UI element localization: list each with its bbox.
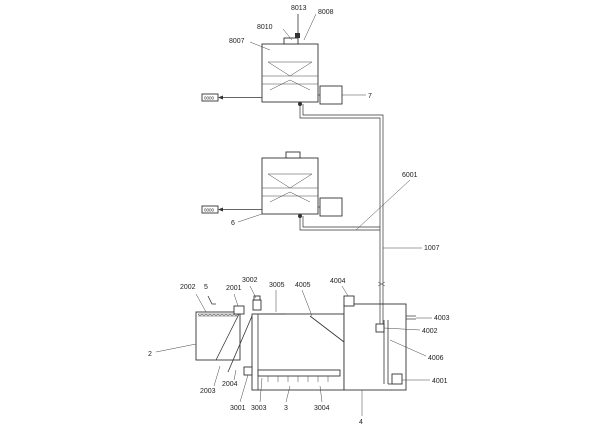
- upper-tank-funnel-lower: [269, 79, 311, 91]
- label-6: 6: [231, 220, 235, 227]
- label-4004: 4004: [330, 278, 346, 285]
- part-labels: 8013 8008 8010 8007 7 6001 6 1007 2002 5…: [148, 5, 450, 426]
- middle-tank-body: [261, 157, 319, 215]
- component-4002: [375, 323, 385, 333]
- middle-pipe-to-riser: [299, 216, 380, 231]
- label-8010: 8010: [257, 24, 273, 31]
- label-4005: 4005: [295, 282, 311, 289]
- middle-tank-lid: [285, 151, 301, 159]
- label-4006: 4006: [428, 355, 444, 362]
- baffle-4005: [309, 315, 345, 343]
- label-6001: 6001: [402, 172, 418, 179]
- aerator-bar-3004: [257, 369, 341, 377]
- hook-5: [207, 295, 216, 305]
- pump-4001: [391, 373, 403, 385]
- middle-tank-unit: 0000: [201, 151, 343, 223]
- label-2004: 2004: [222, 381, 238, 388]
- component-4004: [343, 295, 355, 307]
- label-3003: 3003: [251, 405, 267, 412]
- upper-pipe-to-riser: [299, 104, 381, 240]
- upper-control-box-text: 0000: [204, 96, 215, 101]
- ramp-2003: [215, 311, 241, 361]
- label-8007: 8007: [229, 38, 245, 45]
- label-2003: 2003: [200, 388, 216, 395]
- label-4: 4: [359, 419, 363, 426]
- label-7: 7: [368, 93, 372, 100]
- bottom-leaders: [155, 285, 432, 416]
- pump-3001: [243, 366, 253, 376]
- component-2001: [233, 305, 245, 315]
- leader-6001: [355, 179, 411, 231]
- bottom-left-tank-2: [195, 311, 241, 361]
- upper-tank-body: [261, 43, 319, 103]
- label-3004: 3004: [314, 405, 330, 412]
- label-3002: 3002: [242, 277, 258, 284]
- upper-control-arrow: [218, 95, 223, 100]
- label-5: 5: [204, 284, 208, 291]
- label-3005: 3005: [269, 282, 285, 289]
- riser-valve: [377, 281, 386, 287]
- label-4002: 4002: [422, 328, 438, 335]
- ramp-2004: [227, 315, 253, 373]
- aerator-nozzles: [267, 376, 329, 382]
- upper-tank-valve-8013: [295, 33, 300, 38]
- upper-tank-unit: 0000: [201, 13, 366, 106]
- upper-tank-lid: [283, 37, 299, 45]
- label-4003: 4003: [434, 315, 450, 322]
- label-2001: 2001: [226, 285, 242, 292]
- label-8013: 8013: [291, 5, 307, 12]
- label-1007: 1007: [424, 245, 440, 252]
- upper-tank-funnel: [267, 61, 313, 77]
- upper-side-box-7: [319, 85, 343, 105]
- label-3001: 3001: [230, 405, 246, 412]
- component-3002: [252, 299, 262, 311]
- middle-control-box-text: 0000: [204, 208, 215, 213]
- label-2002: 2002: [180, 284, 196, 291]
- label-8008: 8008: [318, 9, 334, 16]
- tank-2-teeth: [197, 313, 239, 317]
- label-3: 3: [284, 405, 288, 412]
- label-2: 2: [148, 351, 152, 358]
- middle-side-box: [319, 197, 343, 217]
- label-4001: 4001: [432, 378, 448, 385]
- bottom-system: [195, 295, 416, 391]
